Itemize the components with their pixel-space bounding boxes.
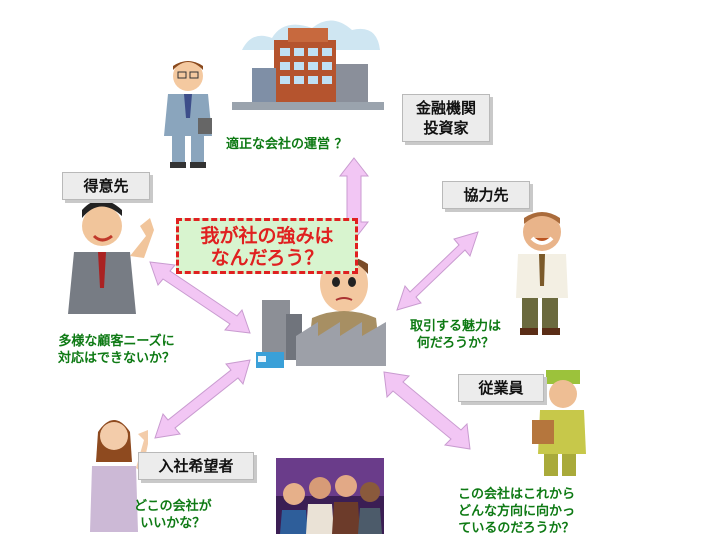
arrow-applicant [154, 359, 251, 439]
question-applicant: どこの会社が いいかな？ [134, 498, 212, 532]
customer-man-illustration [68, 200, 154, 314]
label-employee: 従業員 [458, 374, 544, 402]
arrow-partner [396, 231, 479, 311]
center-question-box: 我が社の強みは なんだろう？ [176, 218, 358, 274]
employee-worker-illustration [532, 370, 586, 476]
label-finance-line-2: 投資家 [423, 119, 469, 137]
question-employee-line-1: この会社はこれから [458, 487, 576, 502]
question-employee-line-2: どんな方向に向かっ [458, 504, 576, 519]
question-finance: 適正な会社の運営 ？ [226, 136, 348, 153]
label-employee-line-1: 従業員 [478, 379, 524, 397]
arrow-employee [383, 371, 471, 450]
question-finance-line-1: 適正な会社の運営 ？ [226, 137, 348, 152]
applicant-woman-illustration [90, 420, 148, 532]
question-partner-line-2: 何だろうか？ [416, 336, 495, 351]
question-partner-line-1: 取引する魅力は [410, 319, 502, 334]
label-partner: 協力先 [442, 181, 530, 209]
label-partner-line-1: 協力先 [463, 186, 509, 204]
center-question-line-2: なんだろう？ [210, 247, 324, 269]
question-customer-line-2: 対応はできないか？ [58, 351, 176, 366]
question-partner: 取引する魅力は 何だろうか？ [410, 318, 501, 352]
office-building-illustration [232, 20, 384, 110]
label-finance-line-1: 金融機関 [415, 99, 476, 117]
businessman-finance-illustration [164, 61, 212, 168]
center-question-line-1: 我が社の強みは [200, 225, 334, 247]
partner-man-illustration [516, 212, 568, 335]
label-applicant-line-1: 入社希望者 [158, 457, 234, 475]
group-people-photo [276, 458, 384, 534]
label-customer: 得意先 [62, 172, 150, 200]
question-customer: 多様な顧客ニーズに 対応はできないか？ [58, 333, 175, 367]
question-applicant-line-1: どこの会社が [134, 499, 212, 514]
label-applicant: 入社希望者 [138, 452, 254, 480]
question-customer-line-1: 多様な顧客ニーズに [58, 334, 175, 349]
question-employee-line-3: ているのだろうか？ [458, 521, 575, 536]
factory-illustration [256, 300, 386, 368]
label-finance: 金融機関 投資家 [402, 94, 490, 142]
arrow-customer [149, 261, 251, 334]
question-applicant-line-2: いいかな？ [140, 516, 206, 531]
question-employee: この会社はこれから どんな方向に向かっ ているのだろうか？ [458, 486, 575, 537]
label-customer-line-1: 得意先 [83, 177, 129, 195]
